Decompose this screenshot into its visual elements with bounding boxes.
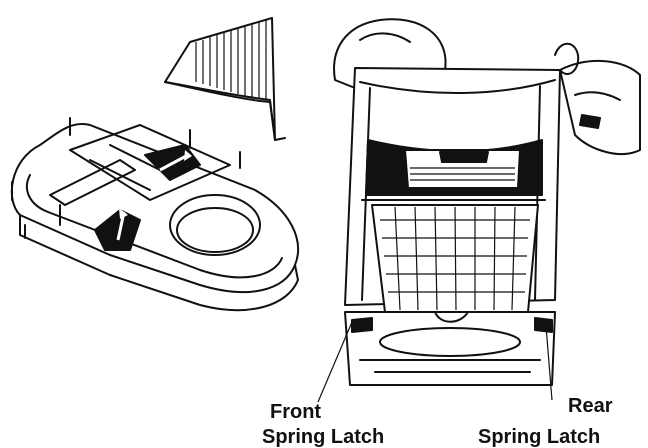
- front-latch-leader: [317, 321, 353, 403]
- rear-label-line-2: Spring Latch: [478, 426, 600, 448]
- rear-latch-leader: [545, 325, 553, 401]
- wick-filter-corner: [164, 17, 286, 141]
- rear-label-line-1: Rear: [568, 395, 613, 417]
- base-tray-illustration: [10, 117, 300, 312]
- front-label-line-2: Spring Latch: [262, 426, 384, 448]
- front-label-line-1: Front: [270, 401, 321, 423]
- humidifier-unit-illustration: [333, 18, 641, 386]
